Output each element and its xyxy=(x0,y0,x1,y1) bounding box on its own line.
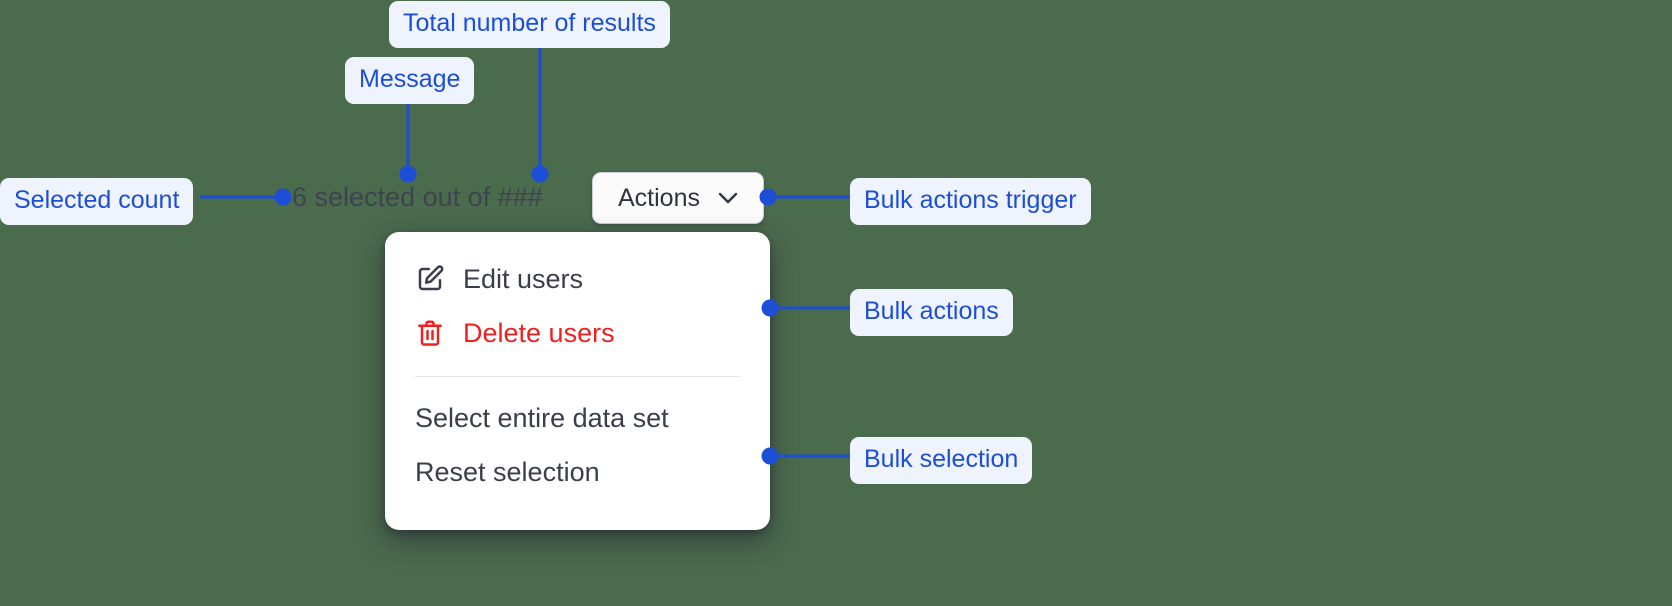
menu-divider xyxy=(415,376,740,377)
bulk-actions-trigger-label: Actions xyxy=(618,183,700,212)
bulk-actions-trigger-button[interactable]: Actions xyxy=(592,172,764,224)
menu-item-label: Reset selection xyxy=(415,456,600,487)
menu-item-delete-users[interactable]: Delete users xyxy=(385,306,770,360)
menu-item-label: Edit users xyxy=(463,263,584,294)
bulk-actions-menu: Edit users Delete users Select entire da… xyxy=(385,232,770,530)
menu-item-select-entire-data-set[interactable]: Select entire data set xyxy=(385,391,770,445)
menu-item-label: Select entire data set xyxy=(415,402,669,433)
menu-item-edit-users[interactable]: Edit users xyxy=(385,252,770,306)
chevron-down-icon xyxy=(718,192,738,204)
annotation-bulk-actions: Bulk actions xyxy=(850,289,1013,336)
annotation-total-number-of-results: Total number of results xyxy=(389,1,670,48)
trash-icon xyxy=(418,320,442,346)
selected-count-status: 6 selected out of ### xyxy=(292,182,543,212)
annotation-message: Message xyxy=(345,57,475,104)
annotation-selected-count: Selected count xyxy=(0,178,194,225)
annotation-bulk-selection: Bulk selection xyxy=(850,437,1033,484)
annotation-bulk-actions-trigger: Bulk actions trigger xyxy=(850,178,1091,225)
edit-pencil-icon xyxy=(418,265,444,291)
menu-item-reset-selection[interactable]: Reset selection xyxy=(385,445,770,499)
menu-item-label: Delete users xyxy=(463,317,615,348)
